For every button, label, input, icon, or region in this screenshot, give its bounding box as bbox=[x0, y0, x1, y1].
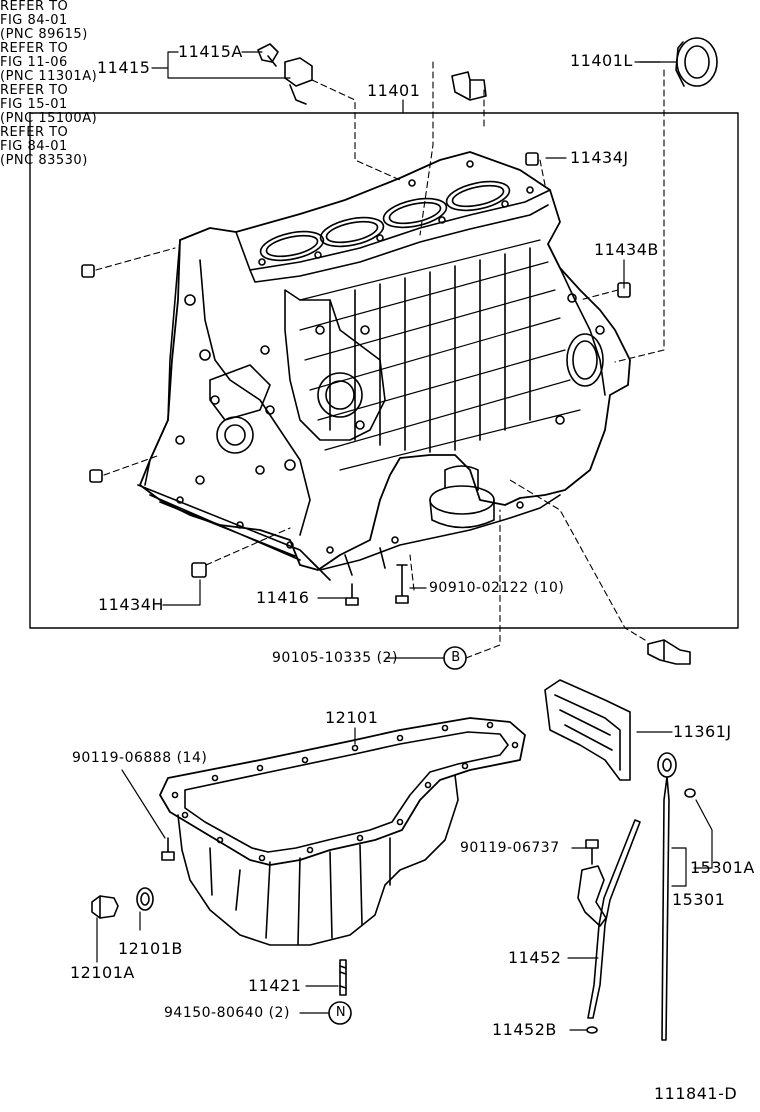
callout-b: B bbox=[451, 650, 461, 665]
stud-drawing bbox=[339, 959, 347, 996]
part-11421: 11421 bbox=[248, 976, 302, 995]
part-11416: 11416 bbox=[256, 588, 310, 607]
reference-fig-11-06: REFER TO FIG 11-06 (PNC 11301A) bbox=[0, 41, 98, 84]
part-11401L: 11401L bbox=[570, 51, 633, 70]
part-11415: 11415 bbox=[97, 58, 151, 77]
part-11452: 11452 bbox=[508, 948, 562, 967]
guide-bolt-drawing bbox=[585, 839, 599, 865]
part-11401: 11401 bbox=[367, 81, 421, 100]
oil-pan-drawing bbox=[159, 717, 526, 946]
part-12101B: 12101B bbox=[118, 939, 183, 958]
knock-sensor-drawing bbox=[257, 43, 313, 105]
part-11434H: 11434H bbox=[98, 595, 164, 614]
cylinder-bore-3 bbox=[382, 197, 448, 229]
reference-fig-84-01-89615: REFER TO FIG 84-01 (PNC 89615) bbox=[0, 0, 88, 42]
block-frame bbox=[29, 112, 739, 629]
part-12101A: 12101A bbox=[70, 963, 135, 982]
cylinder-bore-4 bbox=[445, 180, 511, 212]
dowel-pins bbox=[81, 152, 631, 578]
oil-seal-drawing bbox=[675, 37, 718, 87]
rear-main-bore bbox=[566, 333, 604, 387]
part-90105-10335: 90105-10335 (2) bbox=[272, 650, 398, 666]
part-11415A: 11415A bbox=[178, 42, 243, 61]
cylinder-bore-1 bbox=[259, 230, 325, 262]
part-11434J: 11434J bbox=[570, 148, 629, 167]
part-94150-80640: 94150-80640 (2) bbox=[164, 1005, 290, 1021]
part-11361J: 11361J bbox=[673, 722, 732, 741]
part-15301A: 15301A bbox=[690, 858, 755, 877]
part-11434B: 11434B bbox=[594, 240, 659, 259]
figure-id: 111841-D bbox=[654, 1084, 738, 1103]
reference-fig-15-01: REFER TO FIG 15-01 (PNC 15100A) bbox=[0, 83, 98, 126]
sensor-89615-drawing bbox=[451, 71, 487, 101]
part-90119-06888: 90119-06888 (14) bbox=[72, 750, 208, 766]
part-12101: 12101 bbox=[325, 708, 379, 727]
pan-bolt-drawing bbox=[161, 837, 175, 861]
block-bolts bbox=[345, 564, 409, 606]
cylinder-bore-2 bbox=[319, 216, 385, 248]
drain-plug-drawing bbox=[91, 887, 154, 919]
leader-lines bbox=[96, 51, 713, 1031]
part-11452B: 11452B bbox=[492, 1020, 557, 1039]
crank-boss bbox=[317, 372, 363, 418]
cylinder-block-drawing bbox=[137, 151, 631, 581]
callout-n-ring bbox=[328, 1001, 352, 1025]
dipstick-drawing bbox=[657, 752, 696, 1041]
pressure-sender-drawing bbox=[647, 639, 691, 665]
reference-fig-84-01-83530: REFER TO FIG 84-01 (PNC 83530) bbox=[0, 125, 88, 168]
part-90910-02122: 90910-02122 (10) bbox=[429, 580, 565, 596]
dipstick-guide-drawing bbox=[577, 819, 641, 1034]
baffle-plate-drawing bbox=[544, 679, 631, 781]
part-15301: 15301 bbox=[672, 890, 726, 909]
dashed-leaders bbox=[95, 61, 665, 659]
part-90119-06737: 90119-06737 bbox=[460, 840, 560, 856]
callout-n: N bbox=[335, 1005, 347, 1020]
